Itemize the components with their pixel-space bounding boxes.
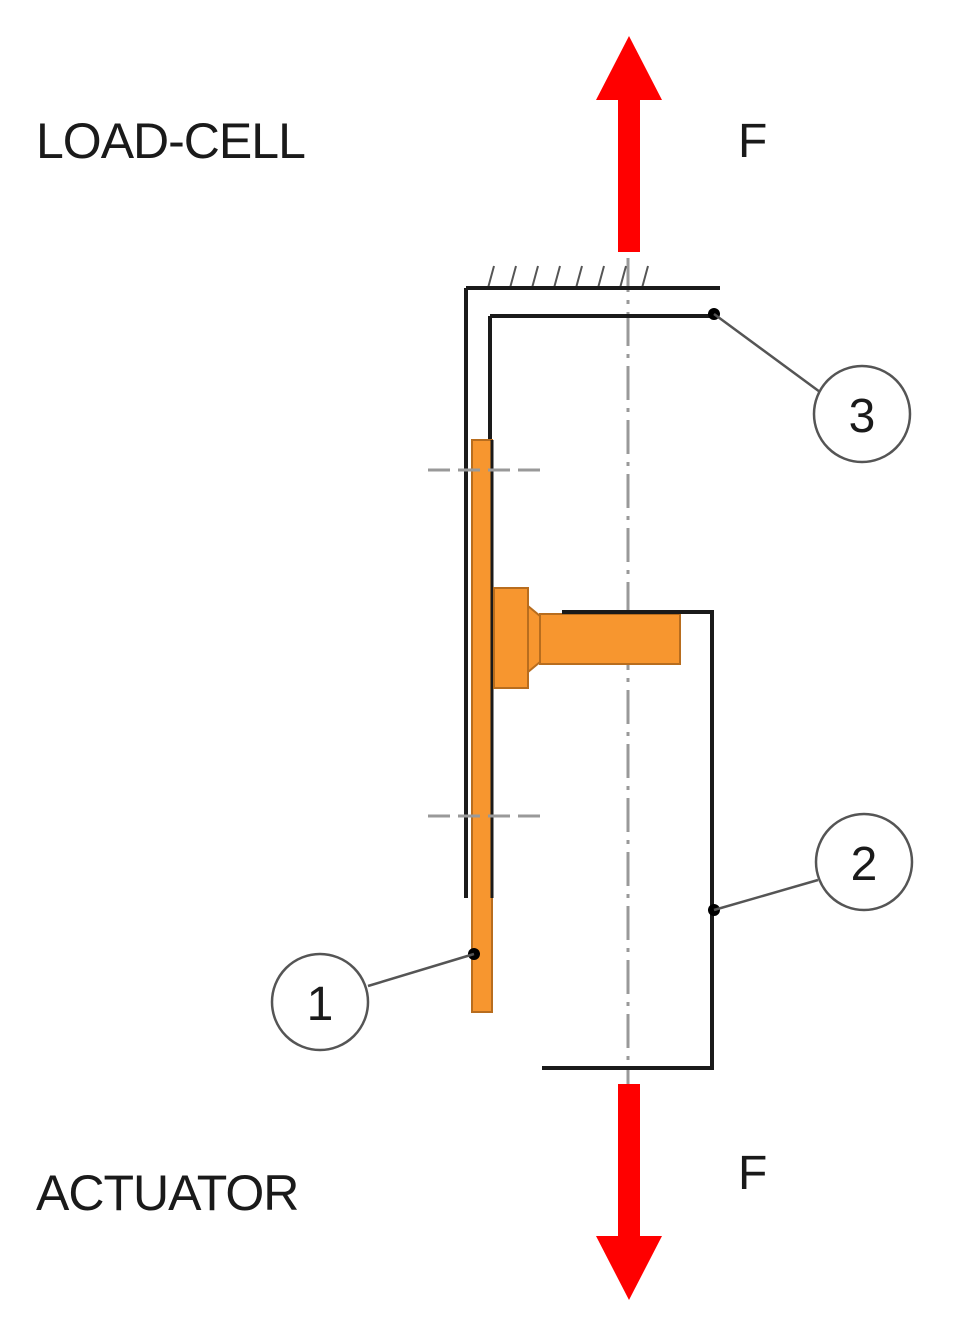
- callout-2-number: 2: [851, 838, 878, 891]
- fixed-support-hatch: [487, 265, 649, 289]
- callout-1-number: 1: [307, 978, 334, 1031]
- actuator-label: ACTUATOR: [36, 1165, 299, 1221]
- load-cell-label: LOAD-CELL: [36, 113, 306, 169]
- callout-3-number: 3: [849, 390, 876, 443]
- force-arrow-up: [596, 36, 662, 252]
- lower-grip: [542, 610, 714, 1070]
- force-arrow-down: [596, 1084, 662, 1300]
- callout-3: 3: [708, 308, 912, 464]
- upper-grip: [464, 286, 720, 898]
- callout-2: 2: [708, 812, 914, 916]
- callout-1: 1: [270, 948, 480, 1052]
- specimen-strip: [471, 439, 493, 1013]
- force-label-top: F: [738, 115, 768, 168]
- force-label-bottom: F: [738, 1147, 768, 1200]
- stud-bolt: [493, 587, 681, 689]
